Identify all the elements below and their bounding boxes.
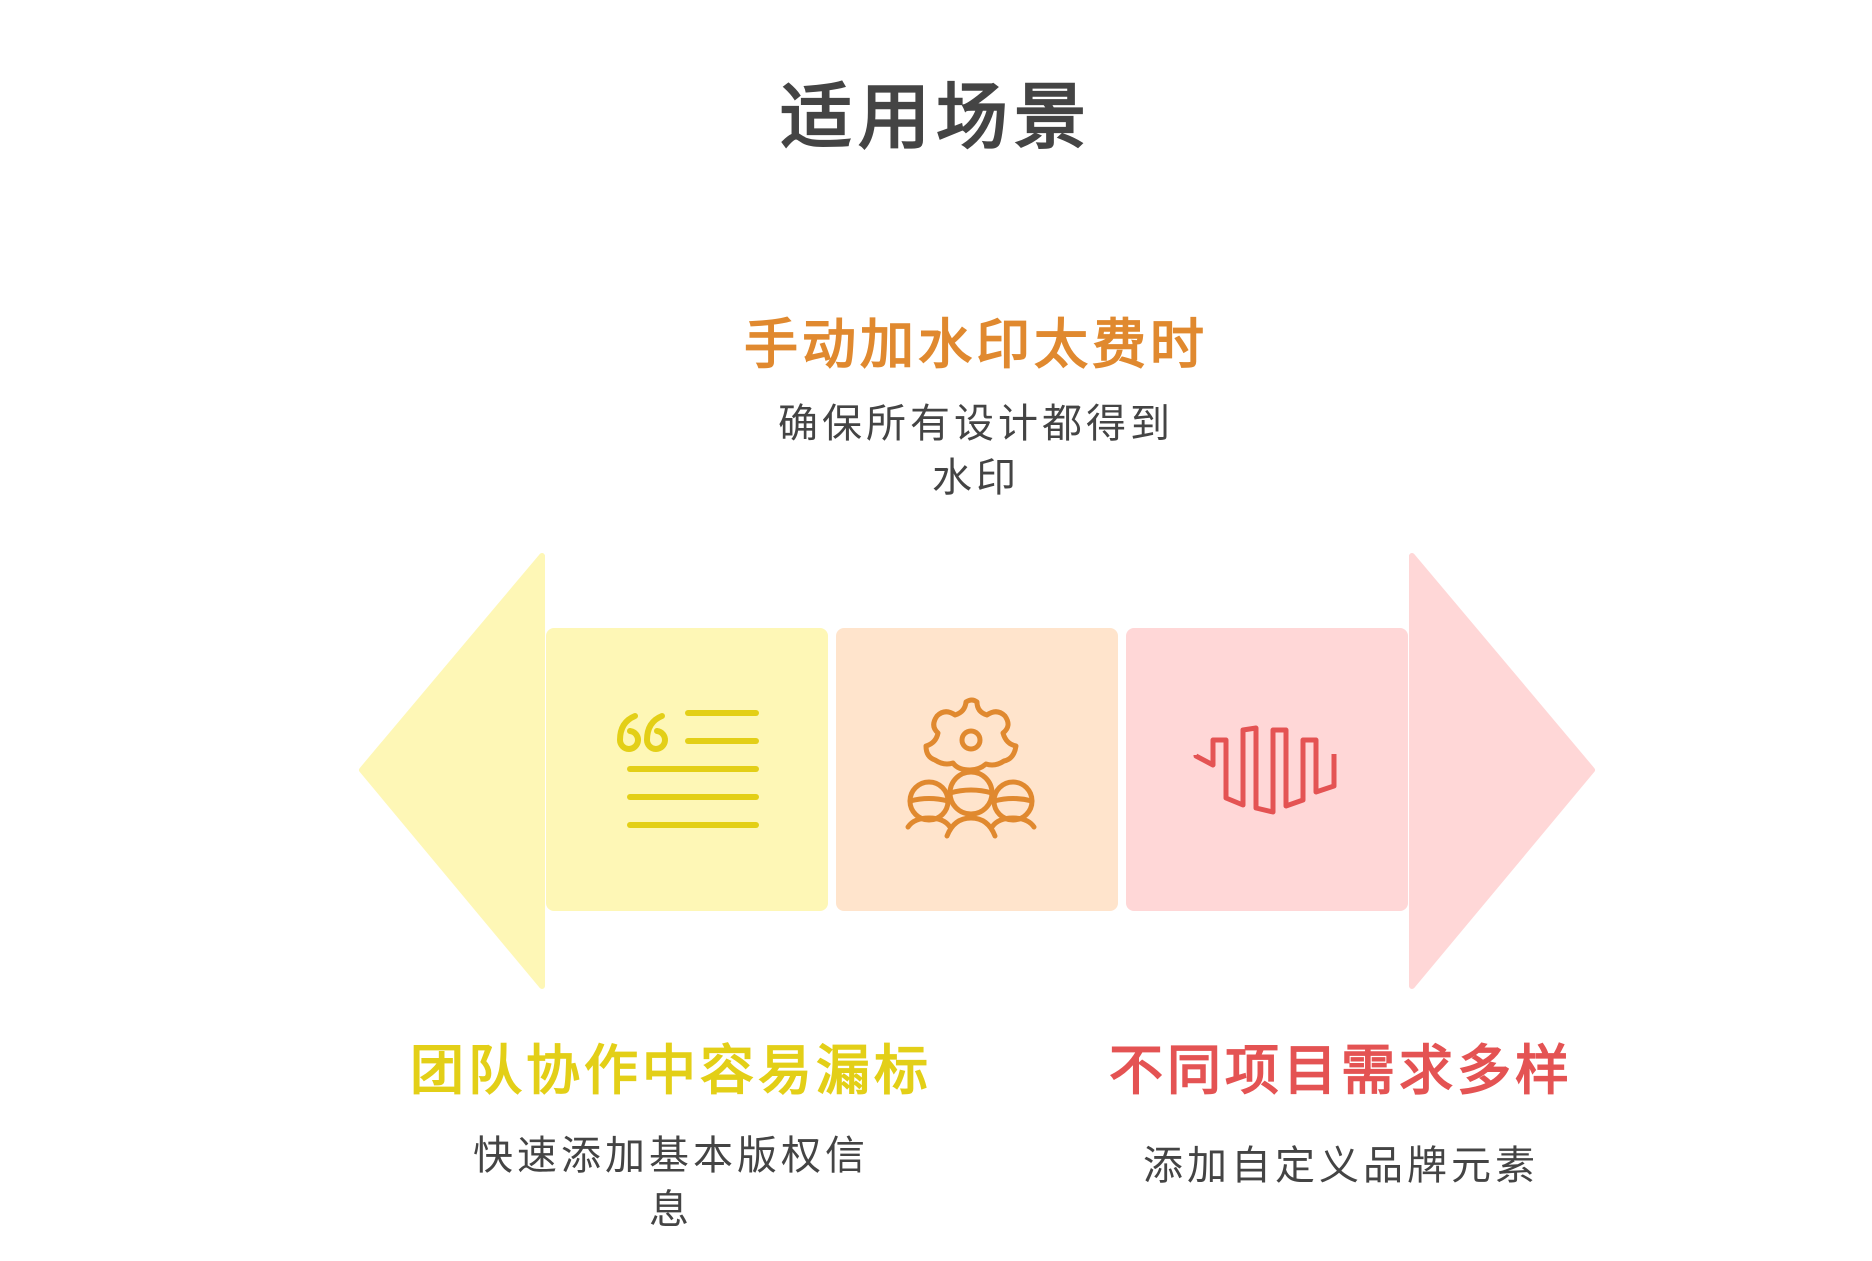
scenario-middle-description: 确保所有设计都得到水印	[778, 401, 1174, 501]
scenario-middle-heading: 手动加水印太费时	[744, 312, 1208, 376]
scenario-right-description: 添加自定义品牌元素	[1143, 1143, 1539, 1189]
scenario-right: 不同项目需求多样 添加自定义品牌元素	[1046, 1026, 1636, 1193]
panel-right	[1126, 628, 1408, 911]
left-arrow-head	[359, 553, 545, 989]
right-arrow-head	[1409, 553, 1595, 989]
scenario-right-heading: 不同项目需求多样	[1109, 1038, 1573, 1102]
waveform-icon	[1193, 725, 1337, 815]
team-gear-icon	[905, 697, 1037, 839]
scenario-left: 团队协作中容易漏标 快速添加基本版权信息	[376, 1026, 966, 1237]
page-title: 适用场景	[779, 74, 1092, 159]
quote-text-icon	[616, 710, 759, 828]
scenario-left-description: 快速添加基本版权信息	[473, 1133, 869, 1233]
scenario-middle: 手动加水印太费时 确保所有设计都得到水印	[716, 300, 1236, 505]
scenario-left-heading: 团队协作中容易漏标	[410, 1038, 932, 1102]
